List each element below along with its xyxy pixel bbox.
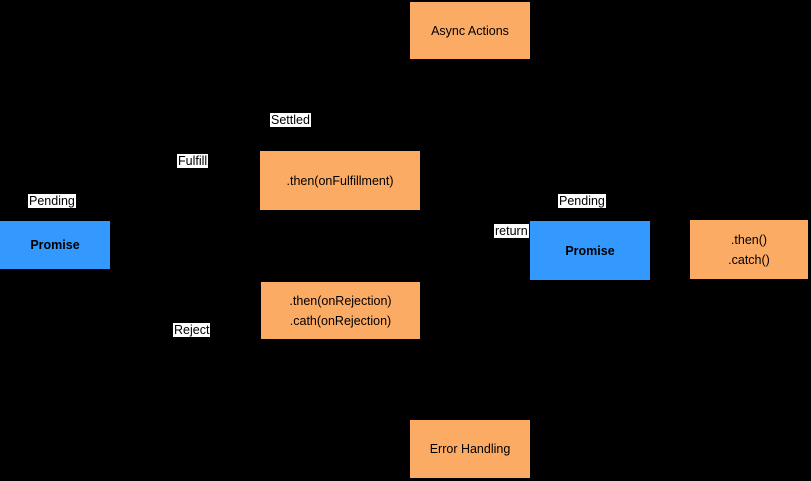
node-then-catch-line1: .then() [730, 232, 768, 247]
node-then-catch[interactable]: .then() .catch() [690, 220, 808, 279]
node-async-actions[interactable]: Async Actions [410, 2, 530, 59]
node-async-actions-label: Async Actions [431, 23, 509, 38]
node-promise-left-label: Promise [30, 238, 80, 252]
edge-label-pending-left: Pending [28, 194, 76, 208]
edge-label-fulfill: Fulfill [177, 154, 209, 168]
node-then-rejection-line2: .cath(onRejection) [289, 313, 392, 328]
edge-label-pending-right: Pending [558, 194, 606, 208]
node-error-handling[interactable]: Error Handling [410, 420, 530, 478]
node-promise-right-label: Promise [565, 243, 615, 258]
edge-label-reject: Reject [173, 323, 211, 337]
node-error-handling-label: Error Handling [429, 442, 511, 456]
edge-label-settled: Settled [270, 113, 311, 127]
node-then-rejection-line1: .then(onRejection) [289, 293, 392, 308]
node-promise-left[interactable]: Promise [0, 221, 110, 269]
node-then-fulfillment-label: .then(onFulfillment) [286, 173, 394, 188]
node-then-catch-line2: .catch() [728, 252, 770, 267]
node-then-fulfillment[interactable]: .then(onFulfillment) [260, 151, 420, 210]
edge-label-return: return [494, 224, 529, 238]
node-promise-right[interactable]: Promise [530, 221, 650, 280]
node-then-rejection[interactable]: .then(onRejection) .cath(onRejection) [261, 282, 420, 339]
